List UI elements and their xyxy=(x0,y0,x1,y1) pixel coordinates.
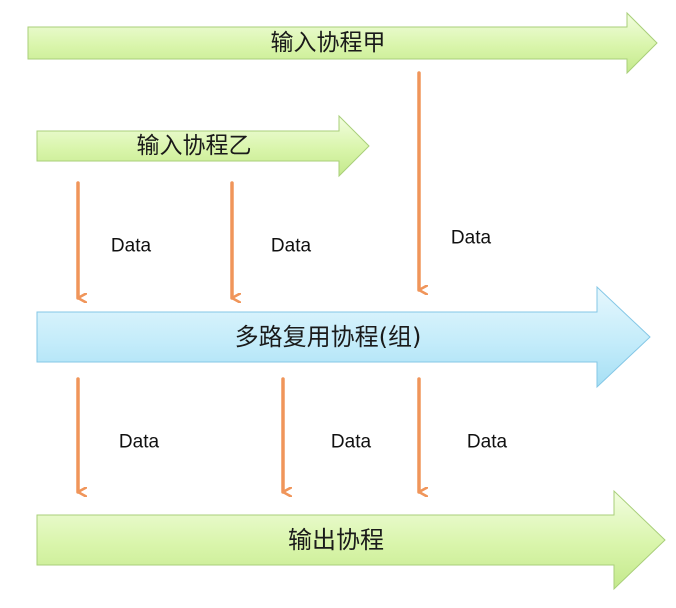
input-coroutine-b-label: 输入协程乙 xyxy=(137,133,252,159)
input-coroutine-a-arrow: 输入协程甲 xyxy=(27,11,658,75)
data-label: Data xyxy=(451,228,492,249)
input-coroutine-b-arrow: 输入协程乙 xyxy=(36,114,370,178)
data-label: Data xyxy=(111,236,152,257)
output-coroutine-arrow: 输出协程 xyxy=(36,489,666,591)
data-label: Data xyxy=(331,432,372,453)
data-label: Data xyxy=(271,236,312,257)
output-coroutine-label: 输出协程 xyxy=(288,526,384,554)
multiplex-coroutine-arrow: 多路复用协程(组) xyxy=(36,285,651,389)
data-label: Data xyxy=(467,432,508,453)
multiplex-coroutine-label: 多路复用协程(组) xyxy=(235,323,422,351)
data-label: Data xyxy=(119,432,160,453)
input-coroutine-a-label: 输入协程甲 xyxy=(271,30,386,56)
